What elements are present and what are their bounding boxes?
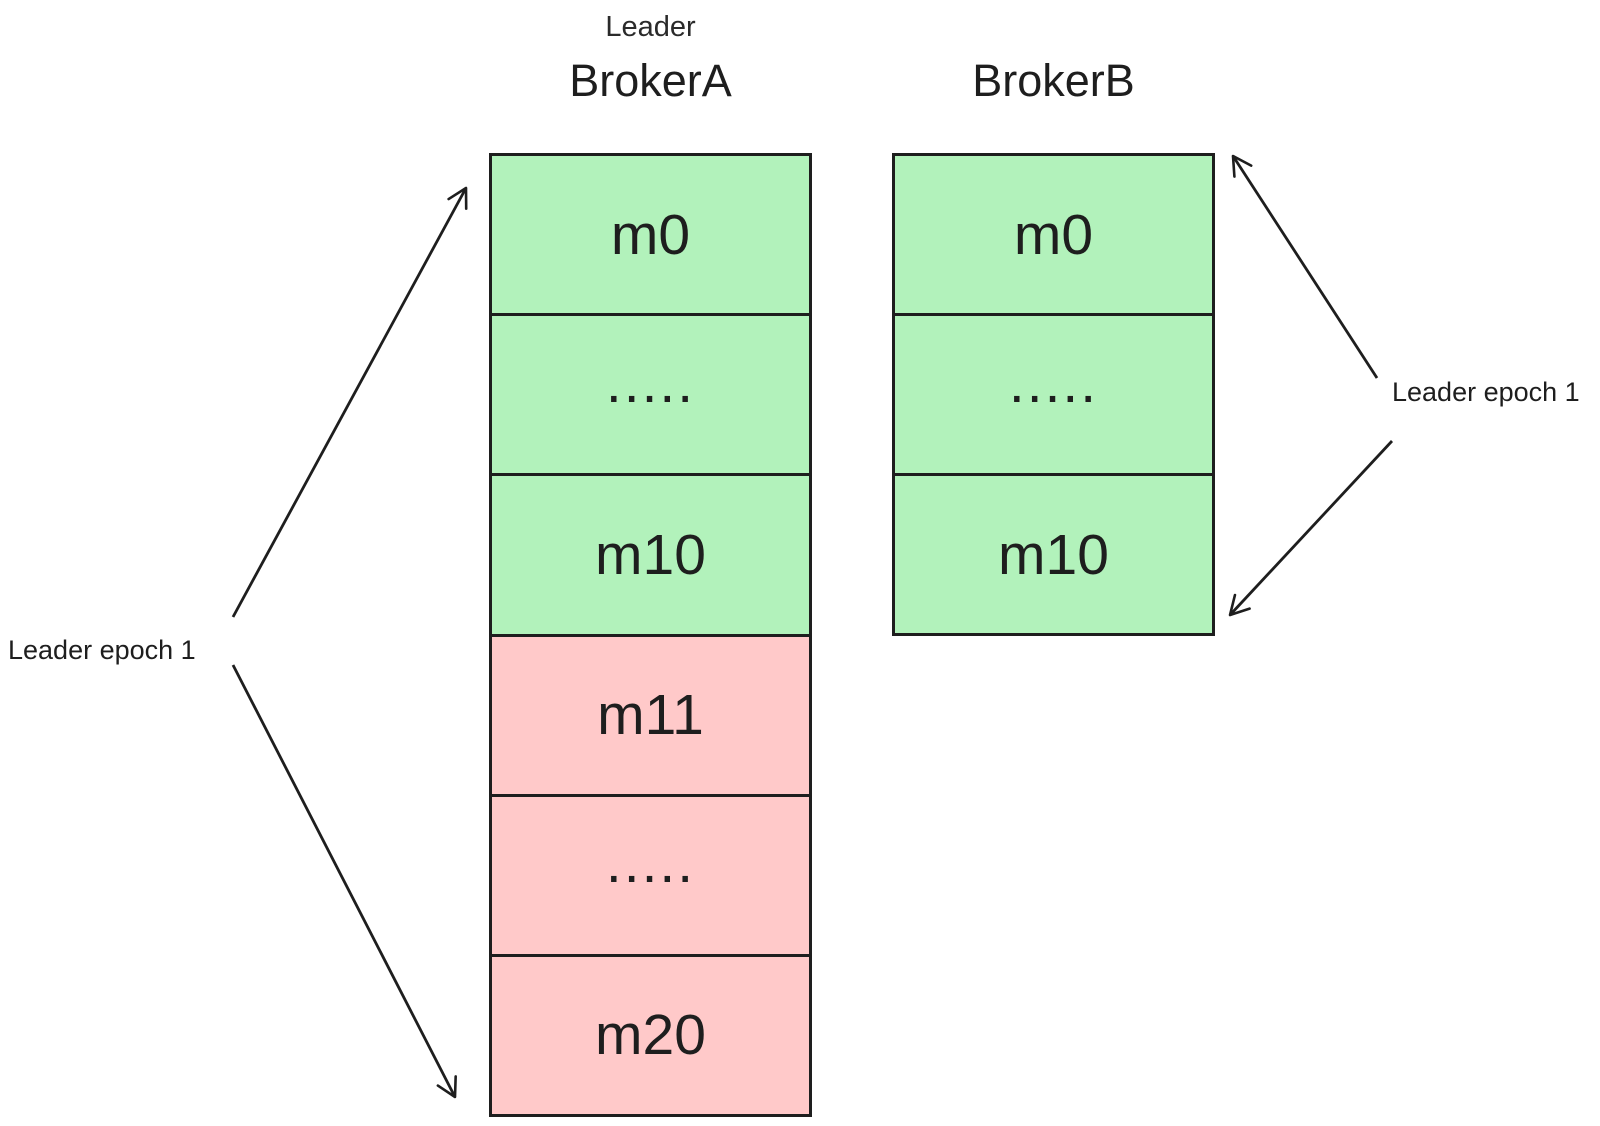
brokera-cell-ellipsis-1: ..... — [492, 313, 809, 474]
brokerb-cell-m0: m0 — [895, 156, 1212, 313]
brokera-cell-ellipsis-2: ..... — [492, 793, 809, 954]
ellipsis-text: ..... — [1008, 350, 1099, 415]
brokera-title: BrokerA — [569, 55, 732, 106]
brokera-cell-m0: m0 — [492, 156, 809, 314]
right-epoch-arrow-to-bottom-icon — [1228, 440, 1394, 617]
left-leader-epoch-label: Leader epoch 1 — [8, 635, 196, 665]
brokerb-cell-m10: m10 — [895, 473, 1212, 633]
brokerb-cell-ellipsis: ..... — [895, 313, 1212, 473]
right-epoch-arrow-to-top-icon — [1231, 154, 1379, 379]
brokerb-title: BrokerB — [972, 55, 1135, 106]
brokera-role-label: Leader — [605, 11, 696, 43]
right-leader-epoch-label: Leader epoch 1 — [1392, 377, 1580, 407]
ellipsis-text: ..... — [605, 831, 696, 896]
left-epoch-arrow-to-bottom-icon — [231, 664, 457, 1099]
brokera-cell-m20: m20 — [492, 953, 809, 1115]
ellipsis-text: ..... — [605, 350, 696, 415]
brokerb-log-column: m0 ..... m10 — [892, 153, 1215, 636]
left-epoch-arrow-to-top-icon — [231, 186, 468, 618]
brokera-log-column: m0 ..... m10 m11 ..... m20 — [489, 153, 812, 1117]
brokera-cell-m10: m10 — [492, 473, 809, 634]
brokera-cell-m11: m11 — [492, 633, 809, 794]
